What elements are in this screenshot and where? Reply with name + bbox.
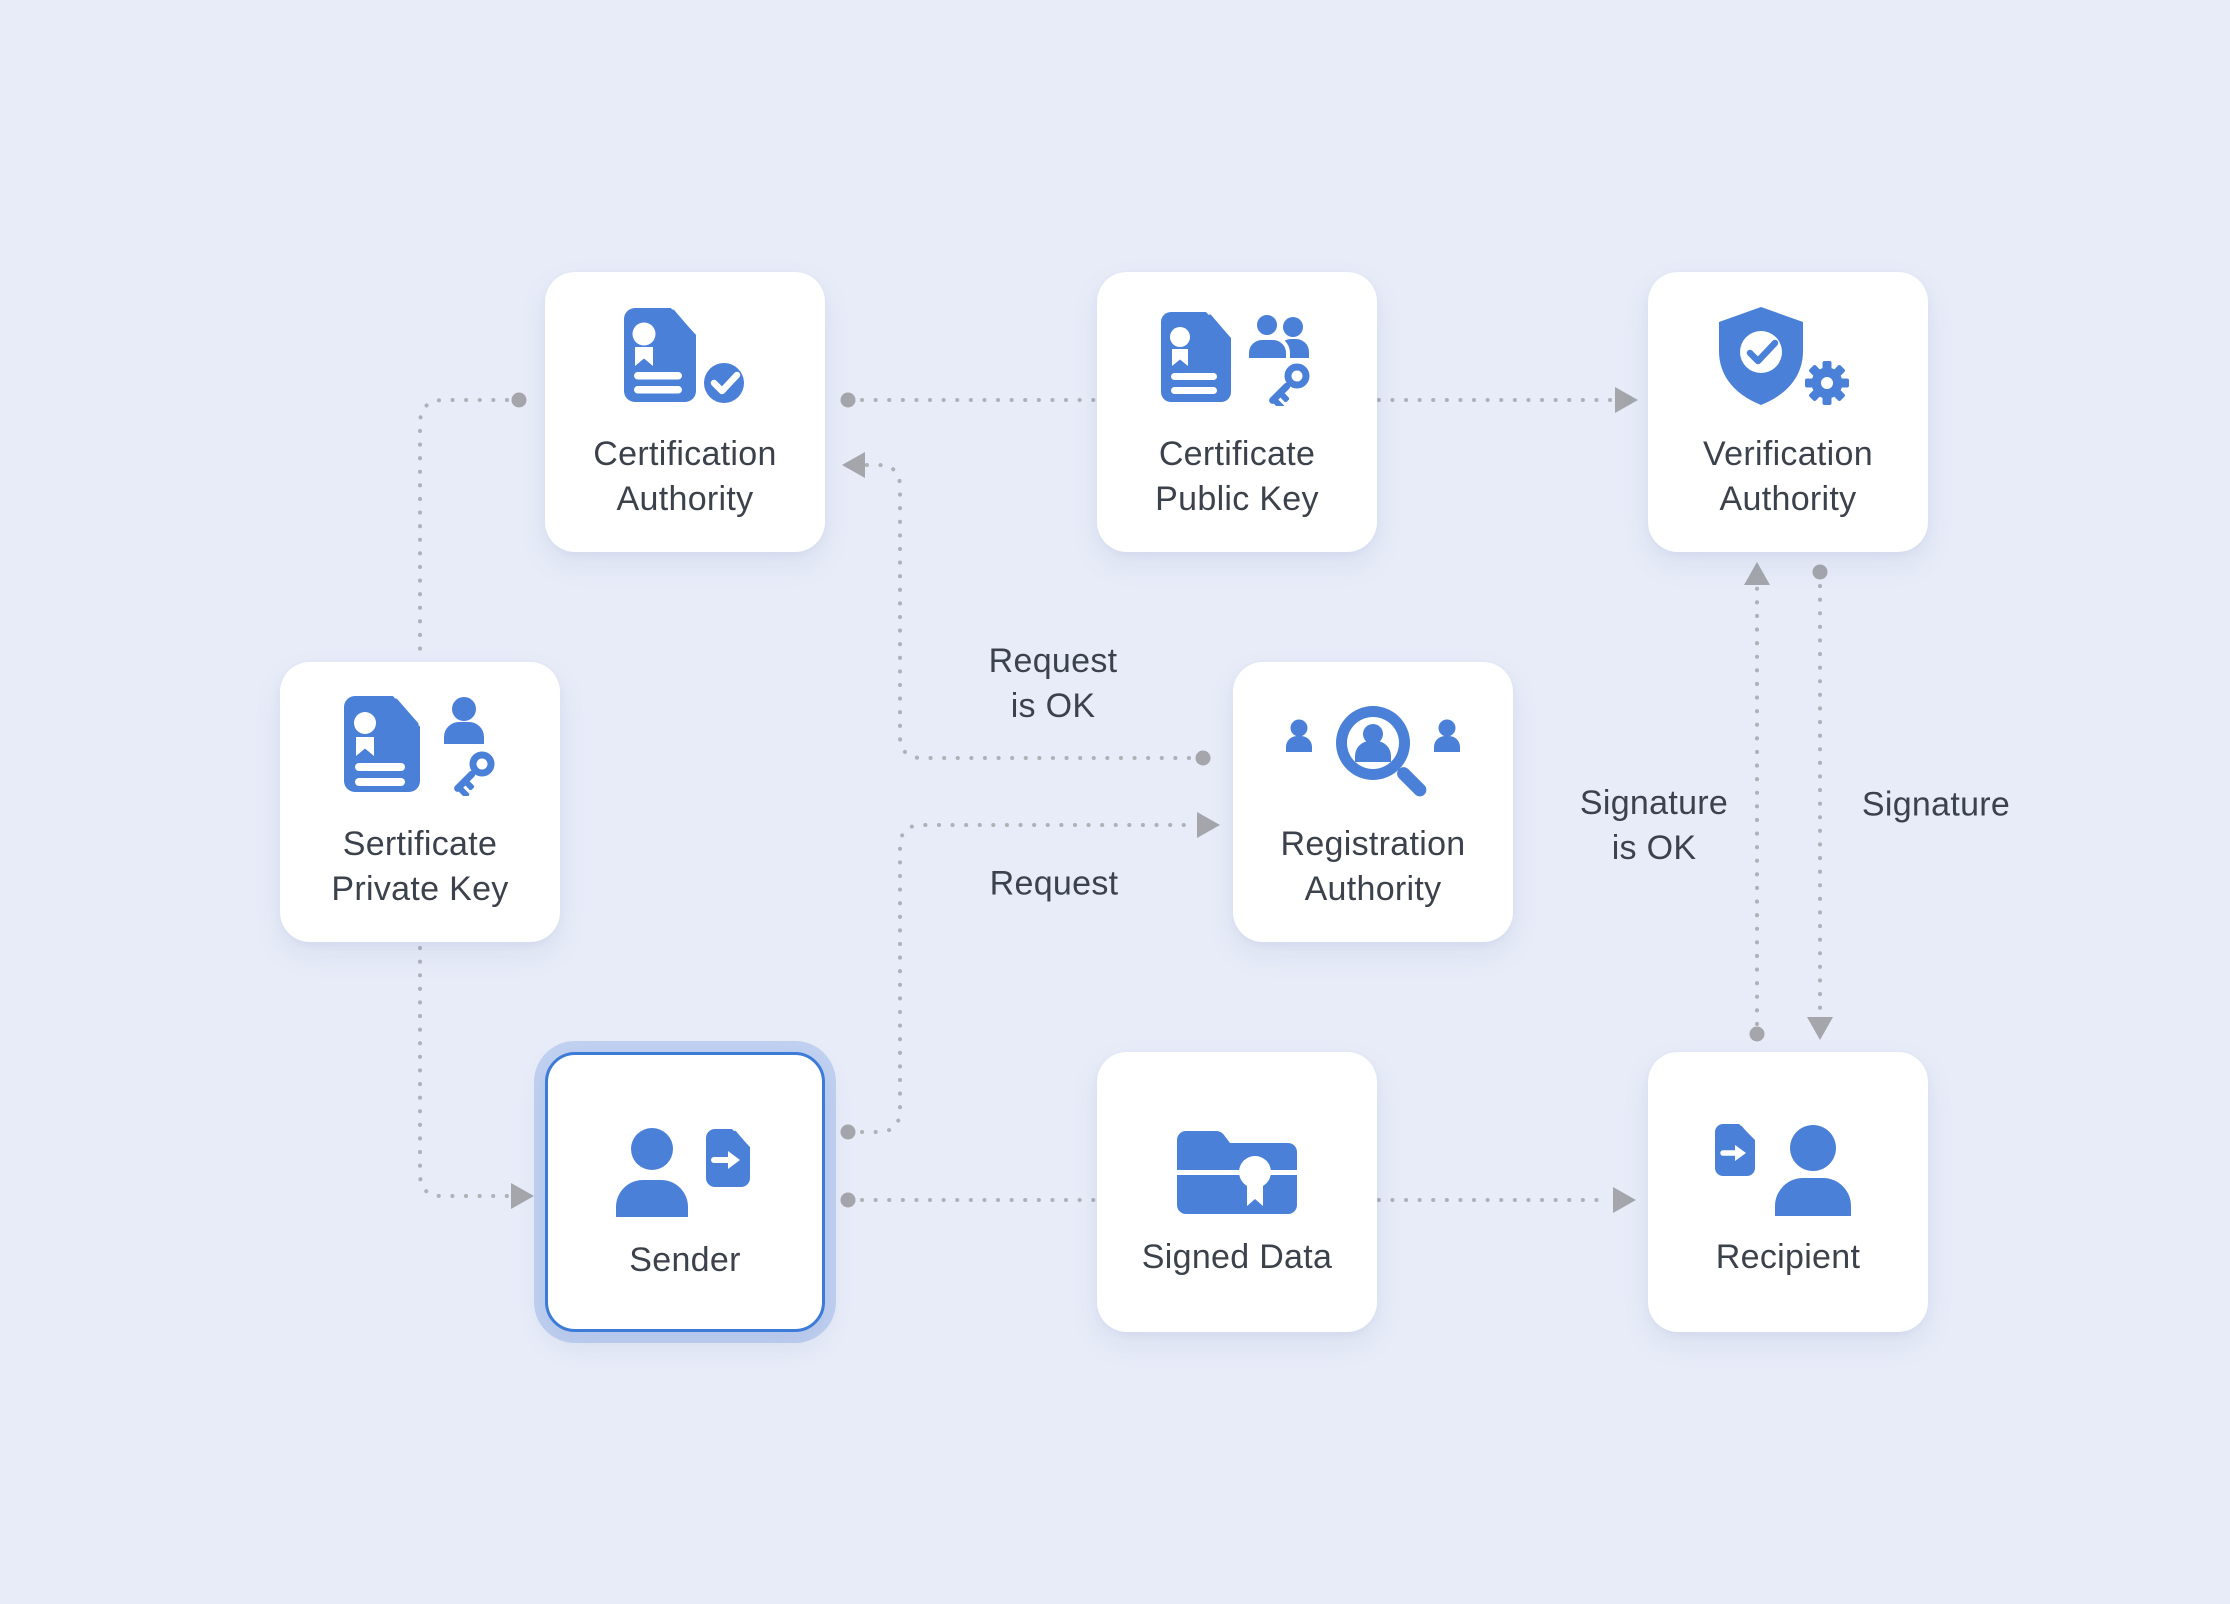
arrowhead-up-into-verification-authority: [1744, 562, 1770, 585]
edge-start-dot: [511, 392, 527, 408]
edge-label-request-is-ok: Request is OK: [988, 642, 1118, 725]
edge-start-dot: [840, 392, 856, 408]
node-sender: Sender: [545, 1052, 825, 1332]
edge-start-dot: [1749, 1026, 1765, 1042]
node-label: Sender: [629, 1240, 741, 1279]
arrowhead-into-sender: [511, 1183, 534, 1209]
node-certificate-public-key: Certificate Public Key: [1097, 272, 1377, 552]
connector-private-key-to-sender: [418, 946, 514, 1198]
edge-start-dot: [840, 1192, 856, 1208]
arrowhead-down-into-recipient: [1807, 1017, 1833, 1040]
edge-label-signature: Signature: [1861, 785, 2011, 824]
connector-ca-to-private-key: [418, 398, 509, 654]
folder-certificate-icon: [1177, 1131, 1297, 1214]
arrowhead-into-registration-authority: [1197, 812, 1220, 838]
node-label: Certificate Public Key: [1155, 435, 1319, 518]
node-registration-authority: Registration Authority: [1233, 662, 1513, 942]
edge-label-signature-is-ok: Signature is OK: [1579, 784, 1729, 867]
certificate-user-key-icon: [344, 696, 495, 796]
node-label: Recipient: [1715, 1237, 1861, 1276]
edge-label-request: Request: [989, 864, 1119, 903]
node-certification-authority: Certification Authority: [545, 272, 825, 552]
arrowhead-into-recipient: [1613, 1187, 1636, 1213]
node-label: Signed Data: [1141, 1237, 1333, 1276]
file-import-user-icon: [1715, 1124, 1851, 1216]
edge-start-dot: [1195, 750, 1211, 766]
arrowhead-into-certification-authority: [842, 452, 865, 478]
user-file-export-icon: [616, 1128, 751, 1217]
shield-check-gear-icon: [1719, 307, 1849, 405]
node-recipient: Recipient: [1648, 1052, 1928, 1332]
node-signed-data: Signed Data: [1097, 1052, 1377, 1332]
node-label: Certification Authority: [593, 435, 777, 518]
arrowhead-into-verification-authority: [1615, 387, 1638, 413]
node-verification-authority: Verification Authority: [1648, 272, 1928, 552]
certificate-check-icon: [624, 306, 744, 403]
certificate-users-key-icon: [1161, 311, 1310, 406]
node-label: Sertificate Private Key: [331, 825, 509, 908]
node-sertificate-private-key: Sertificate Private Key: [280, 662, 560, 942]
edge-start-dot: [840, 1124, 856, 1140]
node-label: Verification Authority: [1703, 435, 1873, 518]
node-label: Registration Authority: [1280, 825, 1466, 908]
connector-sender-to-ra: [860, 823, 1198, 1134]
user-search-icon: [1286, 706, 1460, 797]
edge-start-dot: [1812, 564, 1828, 580]
